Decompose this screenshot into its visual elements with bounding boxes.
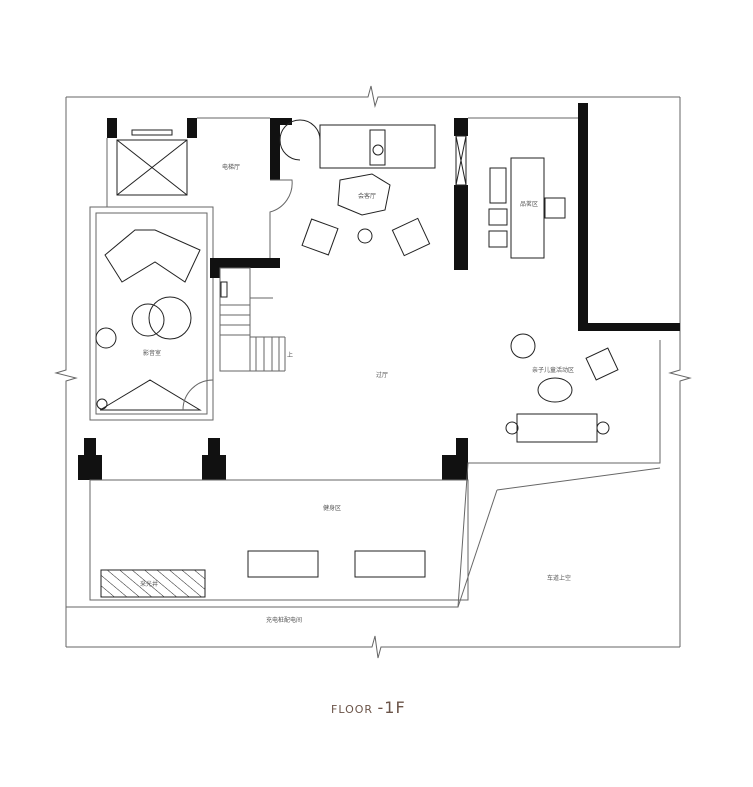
floor-label-prefix: FLOOR	[331, 703, 373, 716]
kids-area-furniture	[505, 333, 619, 443]
label-reception: 会客厅	[358, 192, 376, 200]
label-light-well: 采光井	[140, 580, 158, 588]
label-media-room: 影音室	[143, 349, 161, 357]
walls	[78, 103, 680, 480]
reception-furniture	[279, 119, 436, 257]
label-tea-area: 品茗区	[520, 200, 538, 208]
tea-area-furniture	[488, 157, 566, 259]
media-room	[89, 206, 214, 421]
floor-label-level: -1F	[378, 698, 406, 717]
label-stairs-up: 上	[287, 351, 293, 359]
label-kids-area: 亲子儿童活动区	[532, 366, 574, 374]
floor-label: FLOOR -1F	[331, 698, 406, 717]
label-hallway: 过厅	[376, 371, 388, 379]
label-elevator-hall: 电梯厅	[222, 163, 240, 171]
label-gym: 健身区	[323, 504, 341, 512]
label-charging-room: 充电桩配电间	[266, 616, 302, 624]
gym	[66, 340, 661, 608]
label-driveway-void: 车道上空	[547, 574, 571, 582]
staircase	[219, 267, 286, 372]
elevator-shaft	[106, 117, 270, 207]
light-well-hatch	[100, 569, 206, 598]
